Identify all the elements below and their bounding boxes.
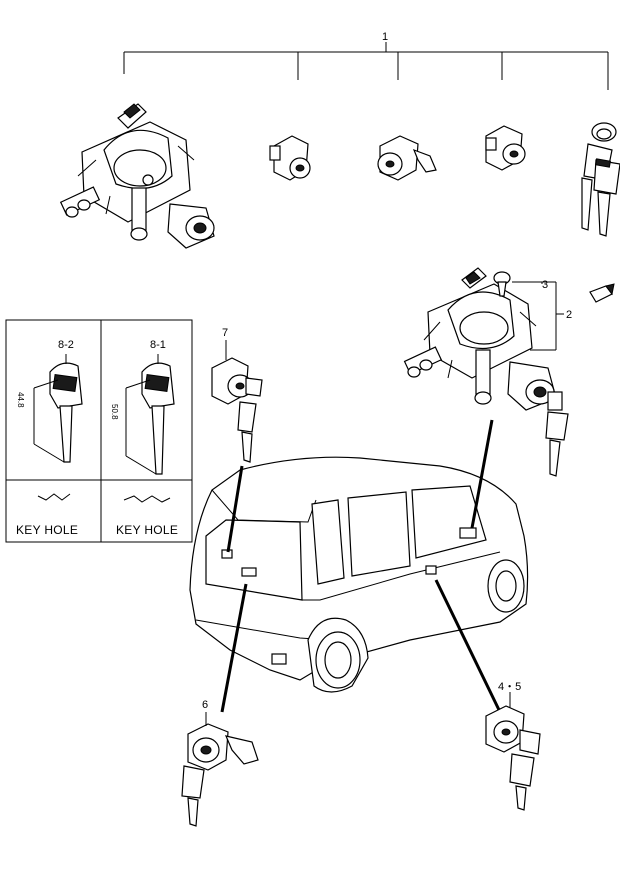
ignition-switch-right <box>403 267 569 477</box>
callout-8-1-label: 8-1 <box>150 339 166 351</box>
key-panel <box>5 319 193 543</box>
callout-1-label: 1 <box>382 31 388 43</box>
door-lock-cylinder-a <box>269 135 311 181</box>
callout-7-label: 7 <box>222 327 228 339</box>
keyhole-label-left: KEY HOLE <box>16 523 78 537</box>
door-lock-cylinder-b <box>377 135 437 181</box>
door-lock-cylinder-4-5 <box>485 692 541 811</box>
keyhole-shape-left <box>37 493 71 501</box>
leader-lines <box>220 419 502 713</box>
screw <box>493 271 511 297</box>
callout-2-label: 2 <box>566 309 572 321</box>
key-8-1 <box>125 362 175 475</box>
callout-2-3-bracket <box>512 281 564 351</box>
door-lock-cylinder-c <box>485 125 526 171</box>
callout-6-label: 6 <box>202 699 208 711</box>
keyhole-shape-right <box>123 495 171 503</box>
keyhole-label-right: KEY HOLE <box>116 523 178 537</box>
key-pair <box>581 122 620 237</box>
arrow-tag <box>589 283 615 303</box>
ignition-switch-assembly <box>59 103 215 249</box>
vehicle-body <box>189 456 529 693</box>
callout-4-5-label: 4・5 <box>498 681 521 693</box>
key-8-2 <box>33 362 83 463</box>
callout-8-2-label: 8-2 <box>58 339 74 351</box>
dim-50-8: 50.8 <box>110 404 119 420</box>
callout-1-bracket <box>123 42 609 90</box>
hatch-lock-cylinder-7 <box>211 340 263 463</box>
dim-44-8: 44.8 <box>16 392 25 408</box>
back-door-lock-cylinder-6 <box>181 712 259 827</box>
callout-3-label: 3 <box>542 279 548 291</box>
